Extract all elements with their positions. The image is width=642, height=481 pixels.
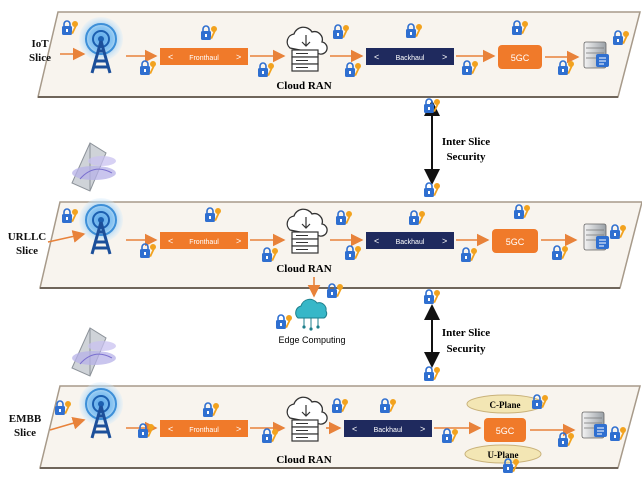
inter-slice-security-upper: Inter Slice Security (423, 98, 490, 198)
slice-label-embb: EMBB Slice (8, 413, 42, 439)
svg-text:>: > (236, 52, 241, 62)
svg-text:<: < (374, 236, 379, 246)
lock-key-icon (423, 366, 441, 382)
lock-key-icon (502, 458, 520, 474)
slice-urllc: < > Fronthaul Cloud RAN < > Backhaul 5GC (39, 142, 642, 289)
svg-text:<: < (374, 52, 379, 62)
lock-key-icon (423, 182, 441, 198)
server-icon (583, 223, 610, 251)
cloud-ran-label: Cloud RAN (276, 80, 331, 92)
svg-text:>: > (420, 424, 425, 434)
security-label: Security (446, 343, 486, 355)
fronthaul-label: Fronthaul (189, 427, 219, 434)
slice-plane (39, 385, 641, 469)
c-plane-label: C-Plane (490, 400, 521, 410)
backhaul-label: Backhaul (396, 239, 425, 246)
backhaul-bar (366, 232, 454, 249)
svg-text:<: < (168, 52, 173, 62)
satellite-dish-icon (71, 142, 117, 192)
fronthaul-label: Fronthaul (189, 239, 219, 246)
server-icon (583, 41, 610, 69)
satellite-dish-icon (71, 327, 117, 377)
lock-key-icon (326, 283, 344, 299)
core-5gc-box (484, 418, 526, 442)
slice-label-iot: IoT Slice (29, 38, 51, 64)
backhaul-bar (344, 420, 432, 437)
core-5gc-box (498, 45, 542, 69)
svg-text:>: > (442, 52, 447, 62)
svg-text:<: < (352, 424, 357, 434)
svg-text:>: > (236, 236, 241, 246)
lock-key-icon (275, 314, 293, 330)
backhaul-label: Backhaul (374, 427, 403, 434)
svg-text:>: > (442, 236, 447, 246)
inter-slice-security-lower: Inter Slice Security (423, 289, 490, 382)
slice-label-urllc: URLLC Slice (7, 231, 47, 257)
server-icon (581, 411, 608, 439)
edge-computing: Edge Computing (275, 277, 346, 345)
core-5gc-label: 5GC (506, 237, 525, 247)
svg-text:>: > (236, 424, 241, 434)
lock-key-icon (423, 289, 441, 305)
cloud-ran-label: Cloud RAN (276, 454, 331, 466)
u-plane-label: U-Plane (488, 450, 519, 460)
slice-embb: < > Fronthaul Cloud RAN < > Backhaul C-P… (39, 327, 641, 474)
fronthaul-label: Fronthaul (189, 55, 219, 62)
core-5gc-label: 5GC (496, 426, 515, 436)
backhaul-label: Backhaul (396, 55, 425, 62)
fronthaul-bar (160, 232, 248, 249)
slice-iot: < > Fronthaul Cloud RAN < > Backhaul 5GC (37, 11, 641, 98)
fronthaul-bar (160, 48, 248, 65)
fronthaul-bar (160, 420, 248, 437)
inter-slice-label: Inter Slice (442, 136, 490, 148)
u-plane-ellipse (464, 444, 542, 464)
edge-cloud-icon (295, 298, 328, 319)
inter-slice-label: Inter Slice (442, 327, 490, 339)
core-5gc-box (492, 229, 538, 253)
edge-computing-label: Edge Computing (278, 335, 345, 345)
svg-text:<: < (168, 424, 173, 434)
security-label: Security (446, 151, 486, 163)
lock-key-icon (423, 98, 441, 114)
backhaul-bar (366, 48, 454, 65)
core-5gc-label: 5GC (511, 53, 530, 63)
svg-text:<: < (168, 236, 173, 246)
cloud-ran-label: Cloud RAN (276, 263, 331, 275)
slice-plane (39, 201, 642, 289)
